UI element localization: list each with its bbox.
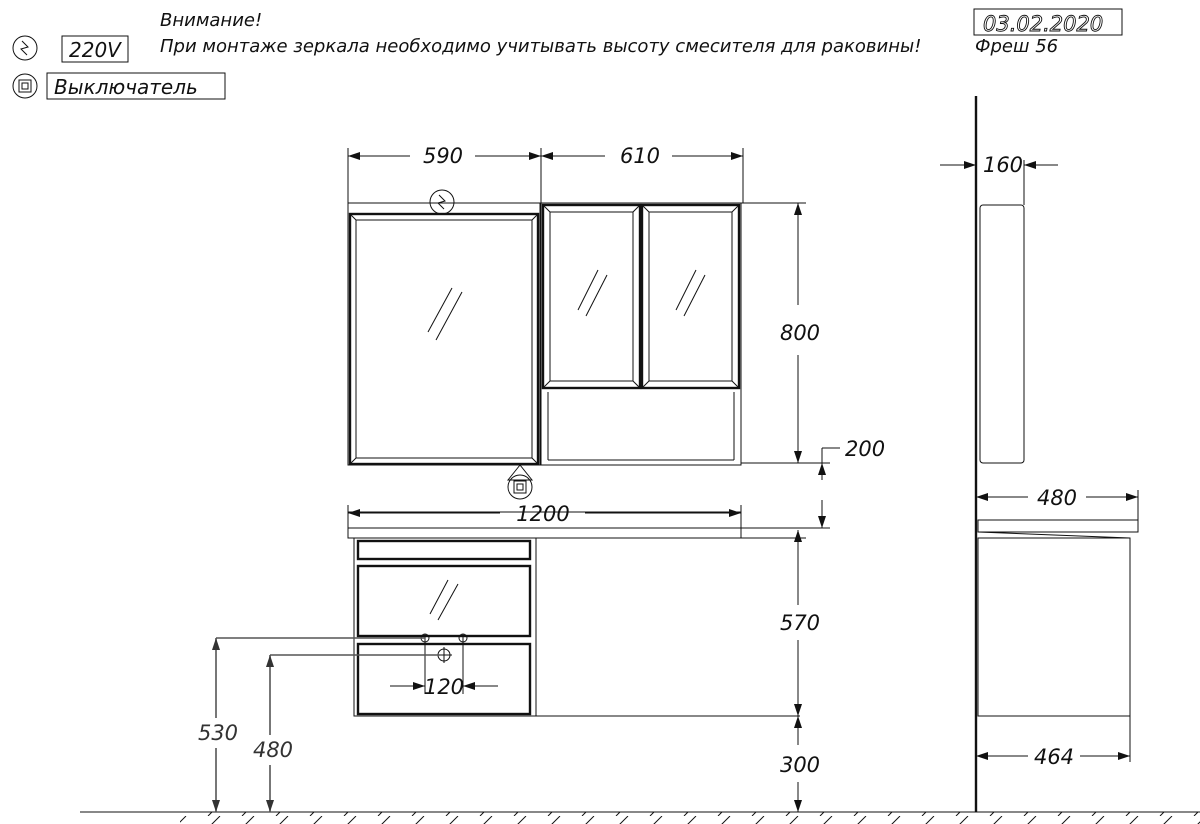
date-box [973, 8, 1123, 36]
dim-vanity-depth: 464 [976, 716, 1131, 769]
countertop [347, 511, 742, 539]
dim-label-200: 200 [845, 437, 885, 461]
dim-label-570: 570 [780, 611, 820, 635]
dim-top-width: 1200 [347, 502, 742, 526]
dim-top-depth: 480 [976, 486, 1139, 520]
warning-text: При монтаже зеркала необходимо учитывать… [160, 36, 921, 57]
dim-mirror-height: 800 [741, 202, 830, 464]
dim-mirror-depth: 160 [940, 153, 1058, 205]
model-name: Фреш 56 [975, 36, 1058, 57]
side-view [974, 96, 1139, 812]
date-text: 03.02.2020 [983, 12, 1103, 36]
switch-label: Выключатель [54, 75, 198, 99]
power-label: 220V [69, 38, 122, 62]
warning-title: Внимание! [160, 10, 262, 31]
dim-label-480-top: 480 [1037, 486, 1077, 510]
dim-gap: 200 [741, 437, 885, 529]
dim-supply-height: 530 [198, 637, 425, 812]
switch-marker-icon [506, 464, 534, 500]
mirror-panel [347, 202, 541, 466]
dim-cabinet-width: 610 [541, 144, 743, 168]
switch-icon [12, 73, 38, 99]
dim-label-610: 610 [620, 144, 660, 168]
mirror-cabinet [540, 202, 742, 466]
dim-label-1200: 1200 [516, 502, 569, 526]
dim-label-530: 530 [198, 721, 238, 745]
dim-floor-gap: 300 [780, 716, 820, 812]
dim-label-590: 590 [423, 144, 463, 168]
dim-label-160: 160 [983, 153, 1023, 177]
power-outlet-icon [429, 189, 455, 215]
dim-label-464: 464 [1034, 745, 1074, 769]
vanity-cabinet [353, 537, 800, 717]
dim-mirror-width: 590 [347, 144, 744, 203]
power-label-box [61, 35, 129, 63]
dim-vanity-height: 570 [741, 530, 820, 716]
dim-drain-height: 480 [253, 654, 440, 812]
power-icon [12, 35, 38, 61]
dim-label-800: 800 [780, 321, 820, 345]
floor-line [80, 811, 1200, 824]
switch-label-box [46, 72, 226, 100]
dim-pipe-spacing: 120 [390, 675, 498, 699]
dim-label-120: 120 [424, 675, 464, 699]
dim-label-480-drain: 480 [253, 738, 293, 762]
dim-label-300: 300 [780, 753, 820, 777]
